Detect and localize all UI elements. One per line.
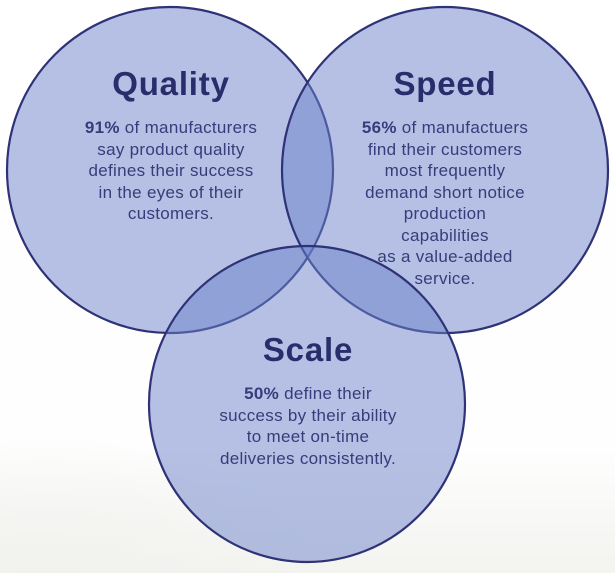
quality-text: 91% of manufacturers say product quality … [85, 117, 257, 225]
scale-label: Scale 50% define their success by their a… [219, 330, 396, 469]
scale-body-rest: success by their ability to meet on-time… [219, 405, 397, 468]
quality-first-line-rest: of manufacturers [119, 118, 258, 137]
scale-text: 50% define their success by their ability… [219, 383, 396, 469]
scale-title: Scale [262, 331, 354, 368]
scale-first-line-rest: define their [279, 384, 372, 403]
speed-body-rest: find their customers most frequently dem… [365, 139, 525, 288]
scale-stat: 50% [244, 384, 280, 403]
scale-circle [147, 244, 467, 564]
quality-stat: 91% [84, 118, 120, 137]
speed-label: Speed 56% of manufactuers find their cust… [360, 64, 530, 289]
speed-title: Speed [393, 65, 497, 102]
quality-body-rest: say product quality defines their succes… [88, 139, 254, 224]
quality-label: Quality 91% of manufacturers say product … [85, 64, 257, 225]
speed-stat: 56% [361, 118, 397, 137]
speed-text: 56% of manufactuers find their customers … [360, 117, 530, 289]
speed-first-line-rest: of manufactuers [396, 118, 529, 137]
quality-title: Quality [112, 65, 230, 102]
